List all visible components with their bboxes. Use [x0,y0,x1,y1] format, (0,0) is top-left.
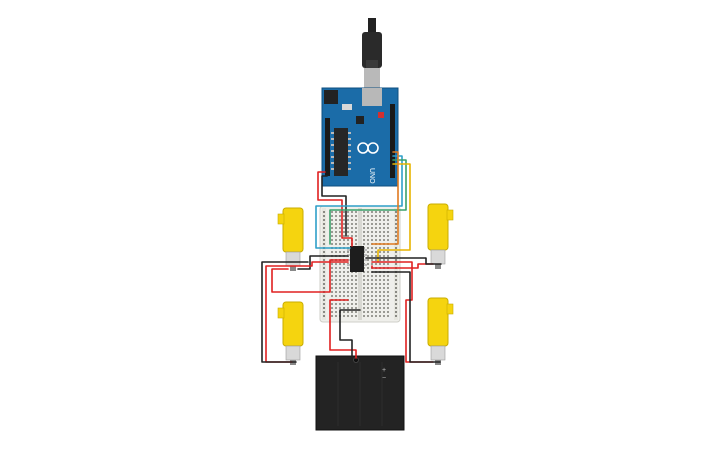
wire-red-power[interactable] [317,171,353,247]
usb-jack [362,88,382,106]
atmega-chip [334,128,348,176]
wire-battery-red[interactable] [329,299,357,359]
wire-orange-signal[interactable] [371,151,399,245]
wire-left-top-motor-black[interactable] [297,255,349,270]
digital-header [390,104,395,178]
motor-driver-ic[interactable] [347,246,367,272]
power-jack [324,90,338,104]
wire-right-top-motor-black[interactable] [365,257,442,265]
wires [261,151,442,363]
motor-bottom-left[interactable] [277,301,304,365]
reset-button[interactable] [378,112,384,118]
power-header [325,118,330,176]
battery-minus-text: − [382,375,386,382]
wire-right-bottom-motor-black[interactable] [371,271,441,363]
wire-green-signal[interactable] [329,159,407,245]
motor-top-right[interactable] [427,203,454,269]
wire-yellow-signal[interactable] [377,163,411,263]
wire-left-top-motor-red[interactable] [271,259,349,293]
wire-right-top-motor-red[interactable] [371,263,434,269]
arduino-infinity-logo-icon [357,142,379,154]
motor-bottom-right[interactable] [427,297,454,365]
battery-plus-text: + [382,367,386,374]
usb-cable[interactable] [362,18,382,90]
wire-blue-signal[interactable] [315,155,403,249]
arduino-brand-text: UNO [368,168,375,184]
wire-left-bottom-motor-black[interactable] [261,261,309,363]
battery-pack[interactable]: + − [315,355,405,431]
wire-battery-black[interactable] [339,309,361,359]
arduino-uno-board[interactable]: UNO [321,87,399,187]
